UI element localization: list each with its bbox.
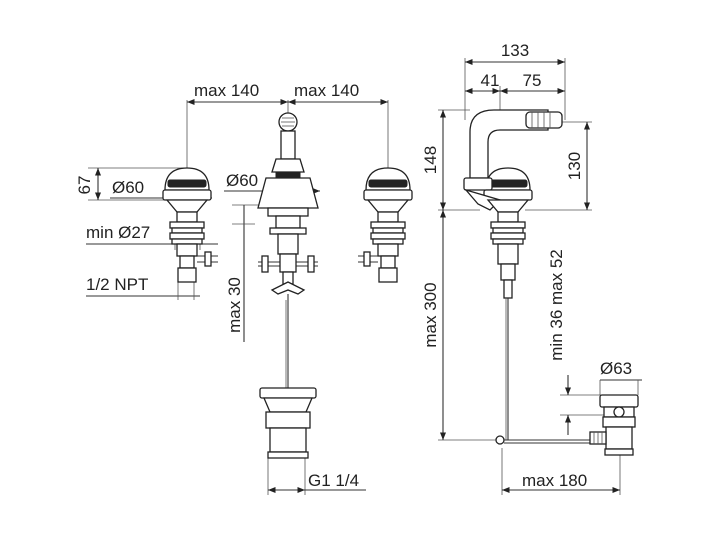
label-d60-left: Ø60 [112,178,144,197]
label-min36max52: min 36 max 52 [547,249,566,361]
label-min27: min Ø27 [86,223,150,242]
label-g114: G1 1/4 [308,471,359,490]
center-pop-up-drain [259,387,317,459]
label-41: 41 [481,71,500,90]
label-max140-left: max 140 [194,81,259,100]
left-handle-valve [162,167,218,283]
label-max300: max 300 [421,282,440,347]
side-pop-up-drain [589,394,639,456]
label-max140-right: max 140 [294,81,359,100]
label-max180: max 180 [522,471,587,490]
label-148: 148 [421,146,440,174]
side-view-bidet-mixer [463,109,598,445]
label-d60-center: Ø60 [226,171,258,190]
label-max30: max 30 [225,277,244,333]
label-npt: 1/2 NPT [86,275,148,294]
label-130: 130 [565,152,584,180]
dimension-labels: max 140 max 140 67 Ø60 min Ø27 1/2 NPT Ø… [75,41,632,490]
right-handle-valve [358,167,413,283]
label-133: 133 [501,41,529,60]
label-d63: Ø63 [600,359,632,378]
label-75: 75 [523,71,542,90]
center-spray-assembly [257,112,319,388]
label-67: 67 [75,176,94,195]
